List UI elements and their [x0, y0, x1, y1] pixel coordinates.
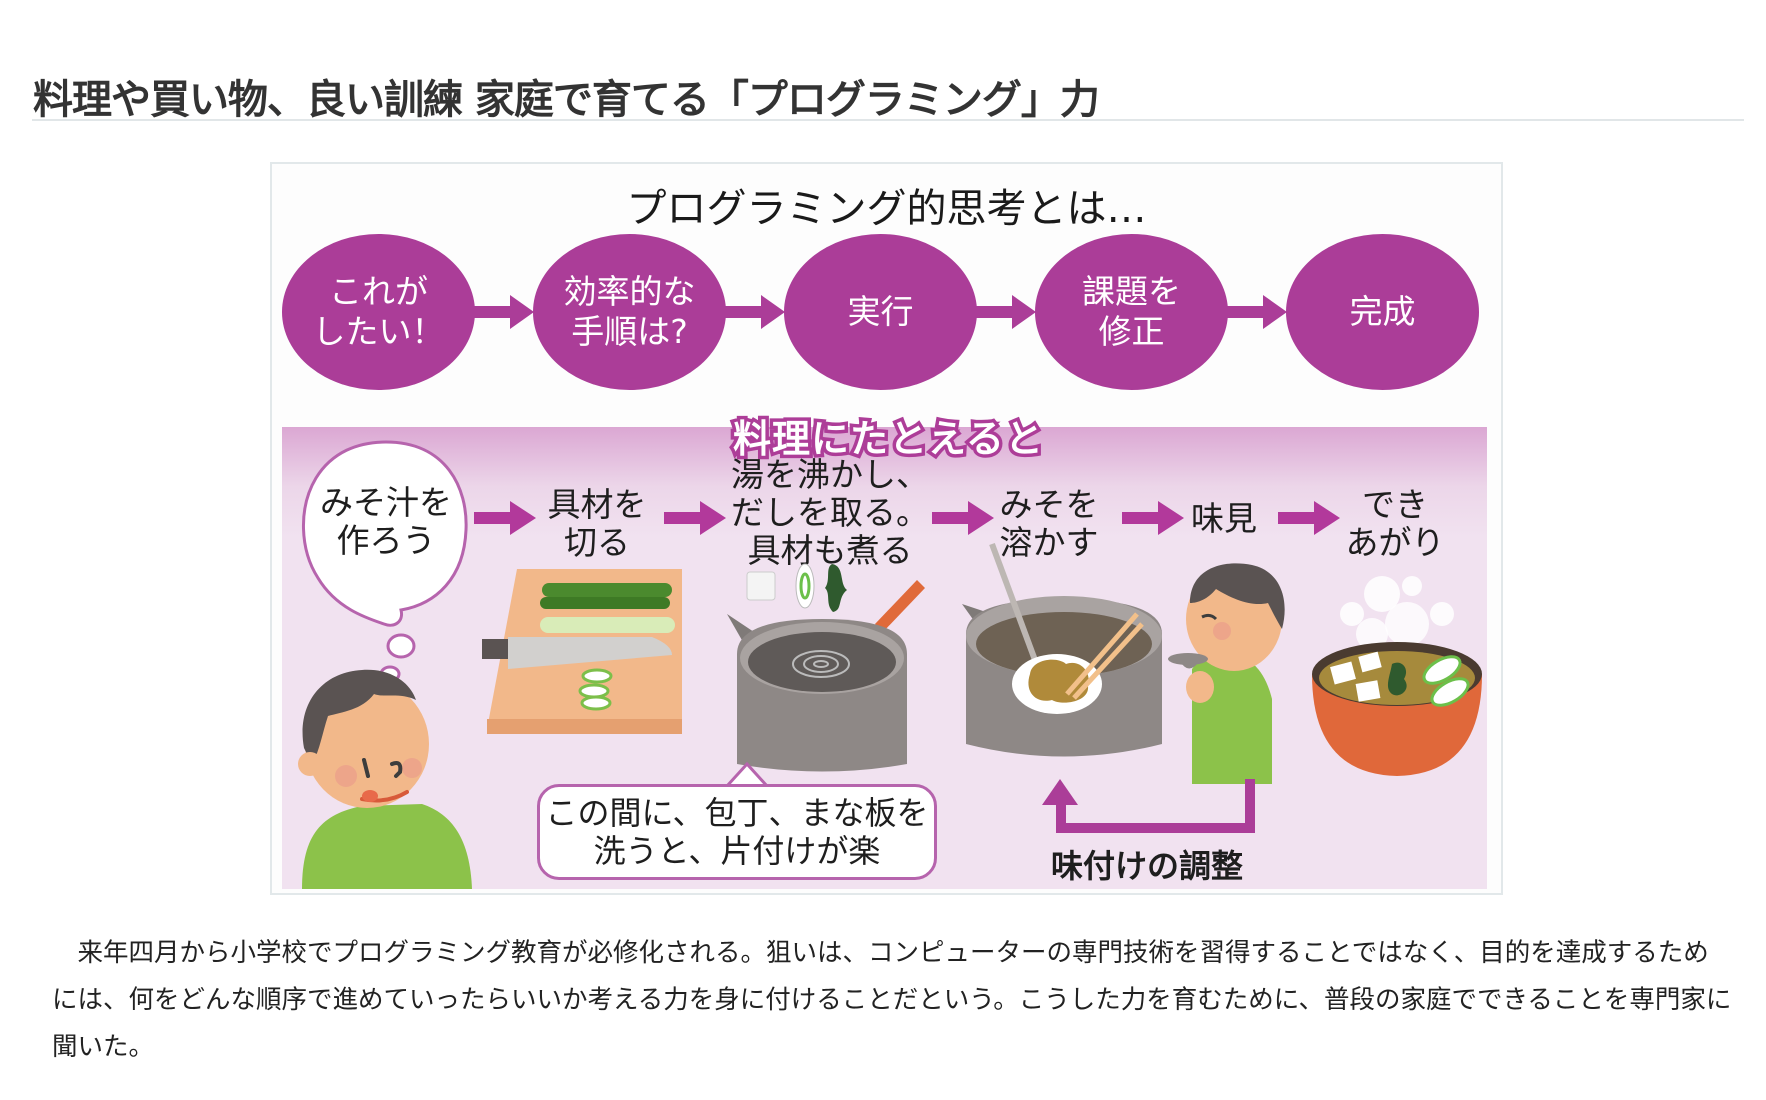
tip-callout: この間に、包丁、まな板を 洗うと、片付けが楽 — [537, 784, 937, 880]
figure-title: プログラミング的思考とは… — [626, 186, 1147, 232]
boy-tasting-icon — [1168, 563, 1285, 784]
arrow-right-icon — [932, 501, 994, 535]
cooking-step-4: みそを 溶かす — [999, 485, 1099, 562]
cooking-step-1: みそ汁を 作ろう — [320, 483, 452, 560]
arrow-right-icon — [1227, 295, 1287, 329]
arrow-right-icon — [976, 295, 1036, 329]
flow-step-4: 課題を 修正 — [1035, 234, 1228, 390]
arrow-right-icon — [1122, 501, 1184, 535]
article-title: 料理や買い物、良い訓練 家庭で育てる「プログラミング」力 — [33, 76, 1100, 123]
article-lead-paragraph: 来年四月から小学校でプログラミング教育が必修化される。狙いは、コンピューターの専… — [52, 938, 1732, 1062]
arrow-right-icon — [474, 295, 534, 329]
flow-step-3: 実行 — [784, 234, 977, 390]
cooking-step-5: 味見 — [1191, 499, 1257, 538]
miso-soup-bowl-icon — [1312, 576, 1482, 776]
arrow-right-icon — [664, 501, 726, 535]
cutting-board-icon — [482, 569, 682, 734]
flow-step-1: これが したい！ — [282, 234, 475, 390]
callout-pointer-icon — [725, 761, 769, 788]
arrow-right-icon — [474, 501, 536, 535]
flow-step-2: 効率的な 手順は? — [533, 234, 726, 390]
cooking-analogy-label: 料理にたとえると — [730, 414, 1047, 465]
cooking-step-6: でき あがり — [1345, 485, 1445, 562]
pot-ladle-icon — [962, 542, 1162, 757]
thought-bubble-icon — [301, 440, 468, 683]
feedback-arrow-icon — [1042, 779, 1255, 833]
infographic-figure: プログラミング的思考とは… これが したい！ 効率的な 手順は? 実行 課題を … — [270, 162, 1503, 895]
flow-step-5: 完成 — [1286, 234, 1479, 390]
pot-boiling-icon — [727, 563, 925, 772]
arrow-right-icon — [1278, 501, 1340, 535]
arrow-right-icon — [725, 295, 785, 329]
feedback-label: 味付けの調整 — [1051, 847, 1244, 885]
boy-thinking-icon — [298, 669, 472, 889]
cooking-step-3: 湯を沸かし、 だしを取る。 具材も煮る — [731, 455, 929, 570]
cooking-step-2: 具材を 切る — [547, 485, 647, 562]
title-divider — [32, 119, 1744, 121]
